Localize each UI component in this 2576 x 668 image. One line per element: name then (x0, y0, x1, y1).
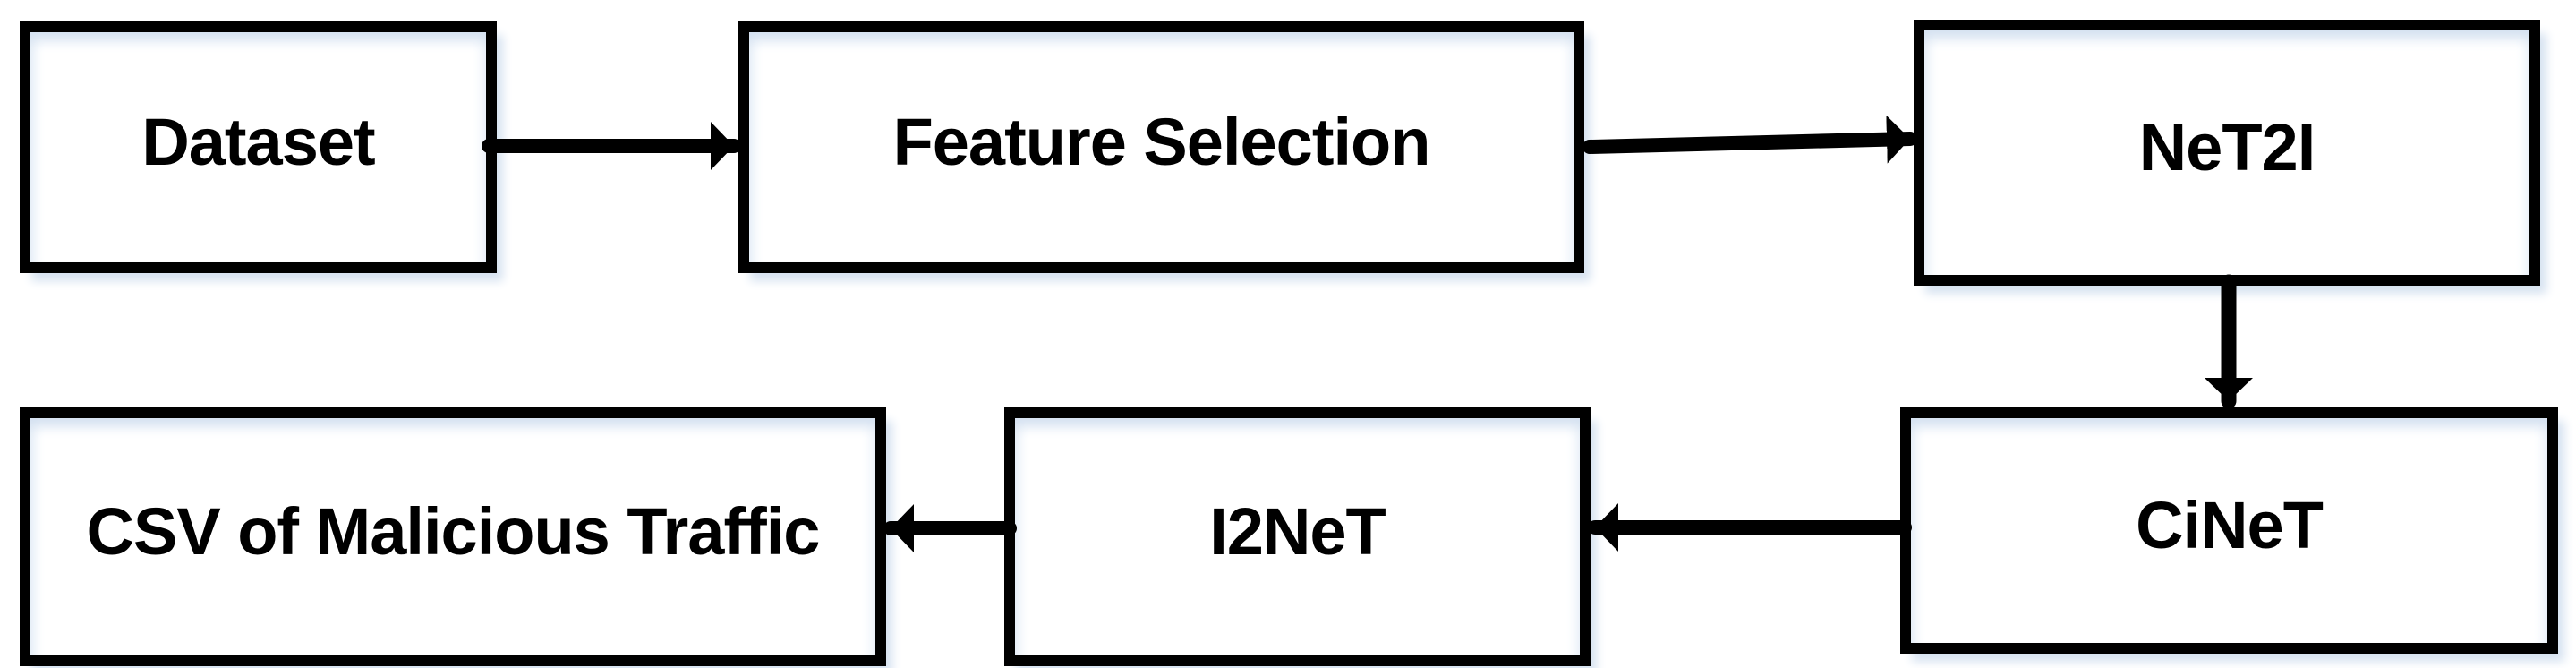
node-cinet-label: CiNeT (2136, 488, 2324, 562)
arrow-feature-selection-to-net2i (1582, 115, 1917, 164)
node-i2net-label: I2NeT (1209, 494, 1386, 569)
node-csv-of-malicious-traffic: CSV of Malicious Traffic (20, 407, 886, 666)
node-net2i: NeT2I (1914, 20, 2540, 286)
node-net2i-label: NeT2I (2138, 110, 2316, 184)
node-i2net: I2NeT (1004, 407, 1591, 666)
node-csv-of-malicious-traffic-label: CSV of Malicious Traffic (86, 494, 821, 569)
node-feature-selection: Feature Selection (738, 21, 1584, 273)
node-dataset-label: Dataset (141, 105, 375, 179)
node-cinet: CiNeT (1900, 407, 2558, 654)
node-feature-selection-label: Feature Selection (892, 105, 1431, 179)
node-dataset: Dataset (20, 21, 497, 273)
